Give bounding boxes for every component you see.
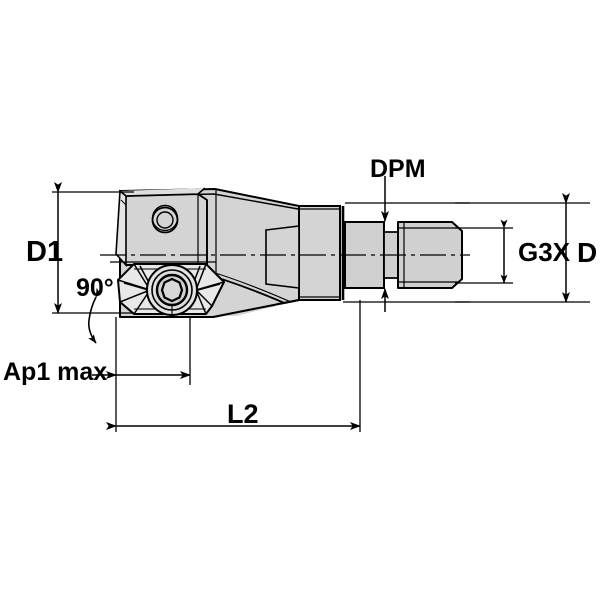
dimension-label-l2: L2 [227,399,259,429]
dimension-g3x [455,219,513,284]
dimension-l2 [106,300,361,432]
angle-leader-lower [87,319,97,344]
internal-bore-outline [265,225,300,289]
dimension-dpm [343,176,470,312]
body-rear-flange-chamfer [299,208,340,298]
upper-insert-screw [151,204,179,234]
dimension-angle-90 [87,287,103,344]
dimension-label-d1: D1 [26,236,64,268]
upper-insert-right-edge [197,194,208,265]
thread-root-lines [398,227,458,283]
dimension-label-d: D [577,237,598,268]
lower-insert [117,263,225,316]
body-bottom-edge [120,299,300,318]
dimension-label-g3x: G3X [518,237,571,267]
dimension-ap1max [92,317,191,432]
torx-lobes-icon [160,277,184,303]
dimension-label-angle-90: 90° [76,274,114,302]
dimension-label-ap1max: Ap1 max [3,358,108,386]
dimension-d1 [52,182,134,314]
dimension-d [455,193,590,303]
dimension-label-dpm: DPM [370,155,426,183]
cutter-body-group [110,187,341,318]
upper-insert-left-flank [115,189,127,268]
body-rear-flange [298,205,341,301]
shank-group [341,206,463,300]
upper-insert-left-bevel [120,199,127,206]
upper-insert-pocket [115,187,208,268]
angle-leader-upper [88,287,103,321]
